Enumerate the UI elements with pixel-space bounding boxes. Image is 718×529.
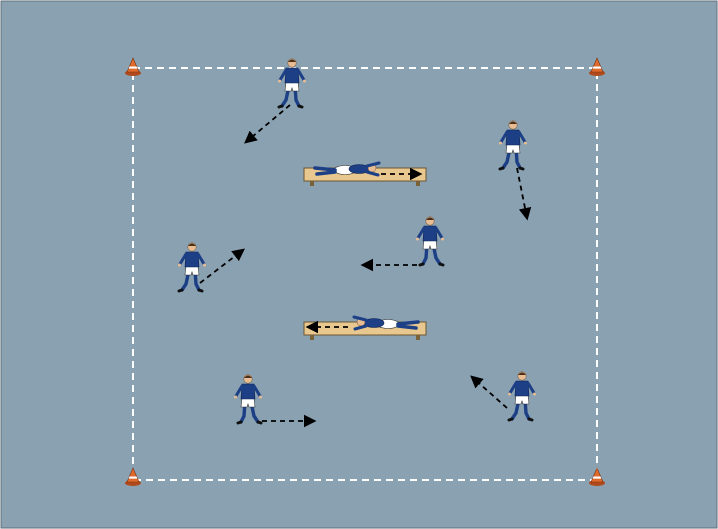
- drill-diagram: [0, 0, 718, 529]
- drill-canvas: [0, 0, 718, 529]
- pitch-background: [1, 1, 717, 528]
